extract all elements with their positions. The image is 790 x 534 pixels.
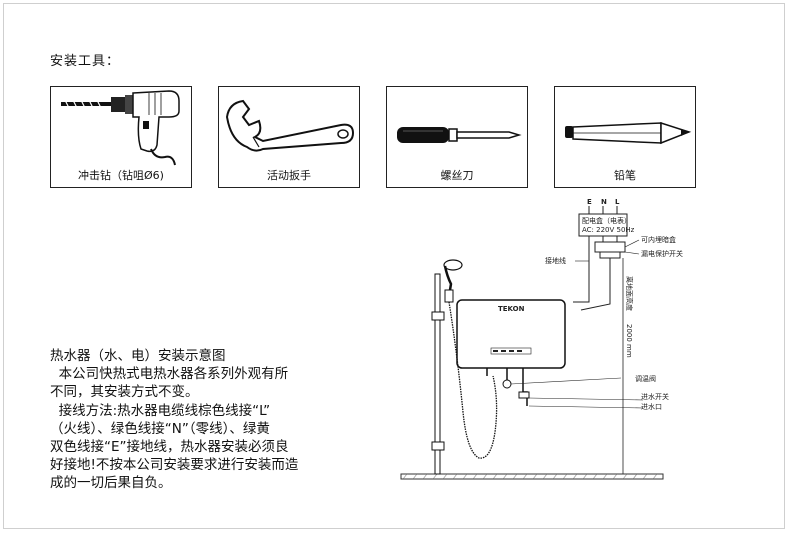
- inlet-switch-label: 进水开关: [641, 392, 669, 401]
- tool-card-wrench: 活动扳手: [218, 86, 360, 188]
- description-line: 双色线接“E”接地线，热水器安装必须良: [50, 439, 289, 456]
- shower-head: [443, 259, 463, 271]
- leakage-switch-label: 漏电保护开关: [641, 249, 683, 258]
- screwdriver-icon: [397, 127, 522, 143]
- inlet-label: 进水口: [641, 402, 662, 411]
- terminal-n: N: [601, 198, 607, 206]
- tool-label: 冲击钻（钻咀Ø6): [78, 169, 164, 182]
- tool-card-impact-drill: 冲击钻（钻咀Ø6): [50, 86, 192, 188]
- description-line: 本公司快热式电热水器各系列外观有所: [50, 366, 289, 383]
- terminal-e: E: [587, 198, 592, 206]
- terminal-l: L: [615, 198, 620, 206]
- tool-card-pencil: 铅笔: [554, 86, 696, 188]
- heater-brand: TEKON: [498, 305, 525, 313]
- tool-label: 活动扳手: [267, 169, 311, 182]
- tool-card-screwdriver: 螺丝刀: [386, 86, 528, 188]
- temp-valve-knob: [502, 379, 512, 389]
- tool-label: 铅笔: [614, 169, 636, 182]
- pencil-icon: [565, 121, 692, 145]
- panel-line2: AC: 220V 50Hz: [582, 226, 635, 234]
- description-title: 热水器（水、电）安装示意图: [50, 348, 226, 364]
- page-frame: [3, 3, 785, 529]
- description-line: 好接地!不按本公司安装要求进行安装而造: [50, 457, 299, 474]
- junction-box-label: 可内埋暗盒: [641, 235, 676, 244]
- floor: [400, 473, 664, 480]
- impact-drill-icon: [61, 90, 180, 166]
- height-label: 离地面高度: [625, 276, 634, 311]
- temp-valve-label: 调温阀: [635, 374, 656, 383]
- description-line: 成的一切后果自负。: [50, 475, 172, 492]
- description-line: （火线）、绿色线接“N”（零线）、绿黄: [50, 420, 270, 437]
- installation-diagram: E N L 配电盒（电表） AC: 220V 50Hz 可内埋暗盒 漏电保护开关…: [400, 198, 683, 480]
- adjustable-wrench-icon: [225, 99, 355, 152]
- description-line: 接线方法:热水器电缆线棕色线接“L”: [50, 402, 271, 419]
- leakage-switch-box: [594, 241, 626, 253]
- description-line: 不同，其安装方式不变。: [50, 384, 199, 401]
- panel-line1: 配电盒（电表）: [582, 216, 631, 225]
- ground-wire-label: 接地线: [545, 256, 566, 265]
- tool-label: 螺丝刀: [440, 169, 474, 182]
- height-value: 2000 mm: [625, 324, 633, 358]
- water-heater-unit: [456, 299, 566, 369]
- shower-rail: [434, 273, 441, 475]
- installation-description: 热水器（水、电）安装示意图 本公司快热式电热水器各系列外观有所 不同，其安装方式…: [50, 347, 365, 493]
- tools-heading: 安装工具：: [50, 54, 121, 69]
